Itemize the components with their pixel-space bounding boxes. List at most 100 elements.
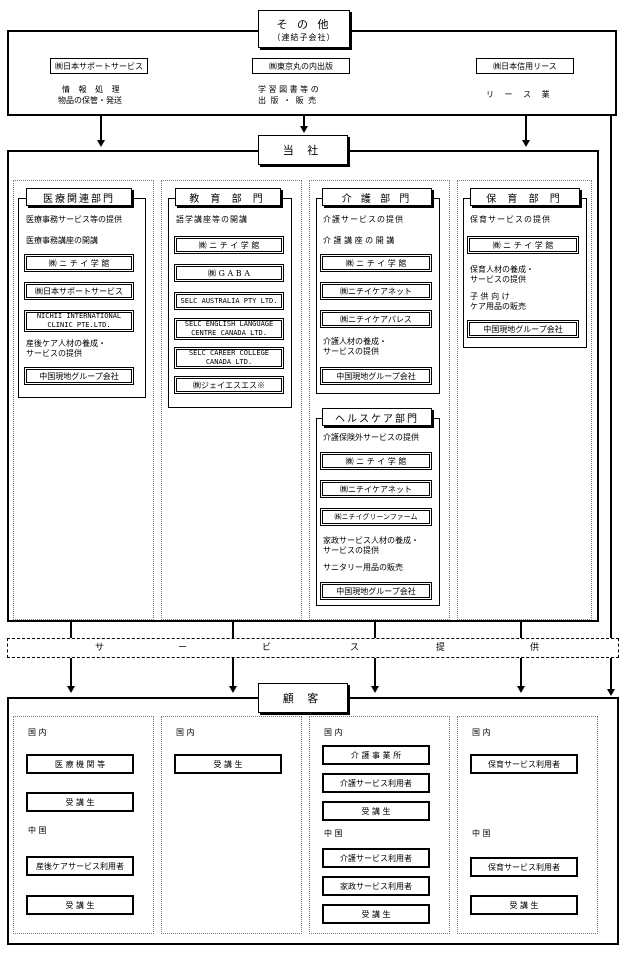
- subsidiary-publishing: ㈱東京丸の内出版: [252, 58, 350, 74]
- care-item: 介護人材の養成・ サービスの提供: [323, 337, 387, 356]
- medical-company: 中国現地グループ会社: [24, 367, 134, 385]
- education-company: ㈱ G A B A: [174, 264, 284, 282]
- connector: [100, 116, 102, 140]
- care-company: 中国現地グループ会社: [320, 367, 432, 385]
- domestic-label: 国 内: [28, 728, 47, 737]
- dept-column: [457, 180, 592, 620]
- company-header: 当 社: [258, 135, 348, 165]
- education-company: ㈱ジェイエスエス※: [174, 376, 284, 394]
- china-label: 中 国: [472, 829, 491, 838]
- customer-box: 受 講 生: [26, 895, 134, 915]
- healthcare-dept-title: ヘルスケア部門: [322, 408, 432, 426]
- service-char: 供: [530, 643, 540, 653]
- china-label: 中 国: [324, 829, 343, 838]
- customer-box: 介護サービス利用者: [322, 773, 430, 793]
- healthcare-company: ㈱ニチイケアネット: [320, 480, 432, 498]
- customer-column: [161, 716, 302, 934]
- childcare-item: 保育サービスの提供: [470, 215, 551, 224]
- connector: [232, 658, 234, 686]
- customer-box: 医 療 機 関 等: [26, 754, 134, 774]
- arrow-down: [371, 686, 379, 693]
- medical-company: ㈱ ニ チ イ 学 館: [24, 254, 134, 272]
- other-title: そ の 他: [276, 17, 332, 31]
- customer-box: 受 講 生: [26, 792, 134, 812]
- care-company: ㈱ニチイケアパレス: [320, 310, 432, 328]
- customer-box: 介 護 事 業 所: [322, 745, 430, 765]
- arrow-down: [97, 140, 105, 147]
- childcare-item: 子 供 向 け ケア用品の販売: [470, 292, 526, 311]
- connector: [303, 116, 305, 128]
- arrow-down: [67, 686, 75, 693]
- domestic-label: 国 内: [176, 728, 195, 737]
- customer-box: 保育サービス利用者: [470, 857, 578, 877]
- customers-header: 顧 客: [258, 683, 348, 713]
- healthcare-company: ㈱ニチイグリーンファーム: [320, 508, 432, 526]
- education-company: SELC AUSTRALIA PTY LTD.: [174, 292, 284, 310]
- care-item: 介護サービスの提供: [323, 215, 404, 224]
- service-char: サ: [95, 643, 105, 653]
- care-company: ㈱ニチイケアネット: [320, 282, 432, 300]
- arrow-down: [517, 686, 525, 693]
- china-label: 中 国: [28, 826, 47, 835]
- customer-box: 受 講 生: [470, 895, 578, 915]
- healthcare-company: 中国現地グループ会社: [320, 582, 432, 600]
- childcare-company: 中国現地グループ会社: [467, 320, 579, 338]
- arrow-down: [300, 126, 308, 133]
- dept-column: [161, 180, 302, 620]
- service-char: ビ: [262, 643, 272, 653]
- care-item: 介 護 講 座 の 開 講: [323, 236, 395, 245]
- other-subtitle: （連結子会社）: [272, 32, 336, 42]
- connector: [520, 658, 522, 686]
- medical-dept-title: 医療関連部門: [26, 188, 132, 206]
- childcare-item: 保育人材の養成・ サービスの提供: [470, 265, 534, 284]
- care-dept-title: 介 護 部 門: [322, 188, 432, 206]
- subsidiary-lease: ㈱日本信用リース: [476, 58, 574, 74]
- medical-company: ㈱日本サポートサービス: [24, 282, 134, 300]
- customer-column: [309, 716, 450, 934]
- connector: [520, 622, 522, 638]
- medical-company: NICHII INTERNATIONAL CLINIC PTE.LTD.: [24, 310, 134, 332]
- domestic-label: 国 内: [472, 728, 491, 737]
- education-item: 語学講座等の開講: [176, 215, 248, 224]
- education-company: SELC CAREER COLLEGE CANADA LTD.: [174, 347, 284, 369]
- subsidiary-publishing-desc1: 学 習 図 書 等 の: [258, 85, 319, 94]
- subsidiary-support-desc1: 情 報 処 理: [62, 85, 123, 94]
- subsidiary-publishing-desc2: 出 版 ・ 販 売: [258, 96, 318, 105]
- connector: [374, 658, 376, 686]
- subsidiary-support-desc2: 物品の保管・発送: [58, 96, 122, 105]
- customer-box: 受 講 生: [174, 754, 282, 774]
- connector: [525, 116, 527, 140]
- connector: [70, 622, 72, 638]
- right-connector: [610, 116, 612, 691]
- customer-box: 家政サービス利用者: [322, 876, 430, 896]
- customer-box: 保育サービス利用者: [470, 754, 578, 774]
- subsidiary-lease-desc1: リ ー ス 業: [486, 90, 554, 99]
- service-char: ス: [350, 643, 360, 653]
- medical-item: 医療事務講座の開講: [26, 236, 98, 245]
- domestic-label: 国 内: [324, 728, 343, 737]
- dept-column: [13, 180, 154, 620]
- arrow-down: [229, 686, 237, 693]
- customer-box: 介護サービス利用者: [322, 848, 430, 868]
- arrow-down: [522, 140, 530, 147]
- connector: [374, 622, 376, 638]
- healthcare-item: 介護保険外サービスの提供: [323, 433, 419, 442]
- medical-item: 医療事務サービス等の提供: [26, 215, 122, 224]
- care-company: ㈱ ニ チ イ 学 館: [320, 254, 432, 272]
- customer-box: 受 講 生: [322, 801, 430, 821]
- service-band: [7, 638, 619, 658]
- service-char: ー: [178, 643, 188, 653]
- customer-column: [13, 716, 154, 934]
- dept-column: [309, 180, 450, 620]
- subsidiary-support: ㈱日本サポートサービス: [50, 58, 148, 74]
- healthcare-item: 家政サービス人材の養成・ サービスの提供: [323, 536, 419, 555]
- customer-box: 産後ケアサービス利用者: [26, 856, 134, 876]
- education-dept-title: 教 育 部 門: [175, 188, 281, 206]
- education-company: ㈱ ニ チ イ 学 館: [174, 236, 284, 254]
- childcare-company: ㈱ ニ チ イ 学 館: [467, 236, 579, 254]
- customer-box: 受 講 生: [322, 904, 430, 924]
- healthcare-company: ㈱ ニ チ イ 学 館: [320, 452, 432, 470]
- childcare-dept-title: 保 育 部 門: [470, 188, 580, 206]
- medical-item: 産後ケア人材の養成・ サービスの提供: [26, 339, 106, 358]
- service-char: 提: [436, 643, 446, 653]
